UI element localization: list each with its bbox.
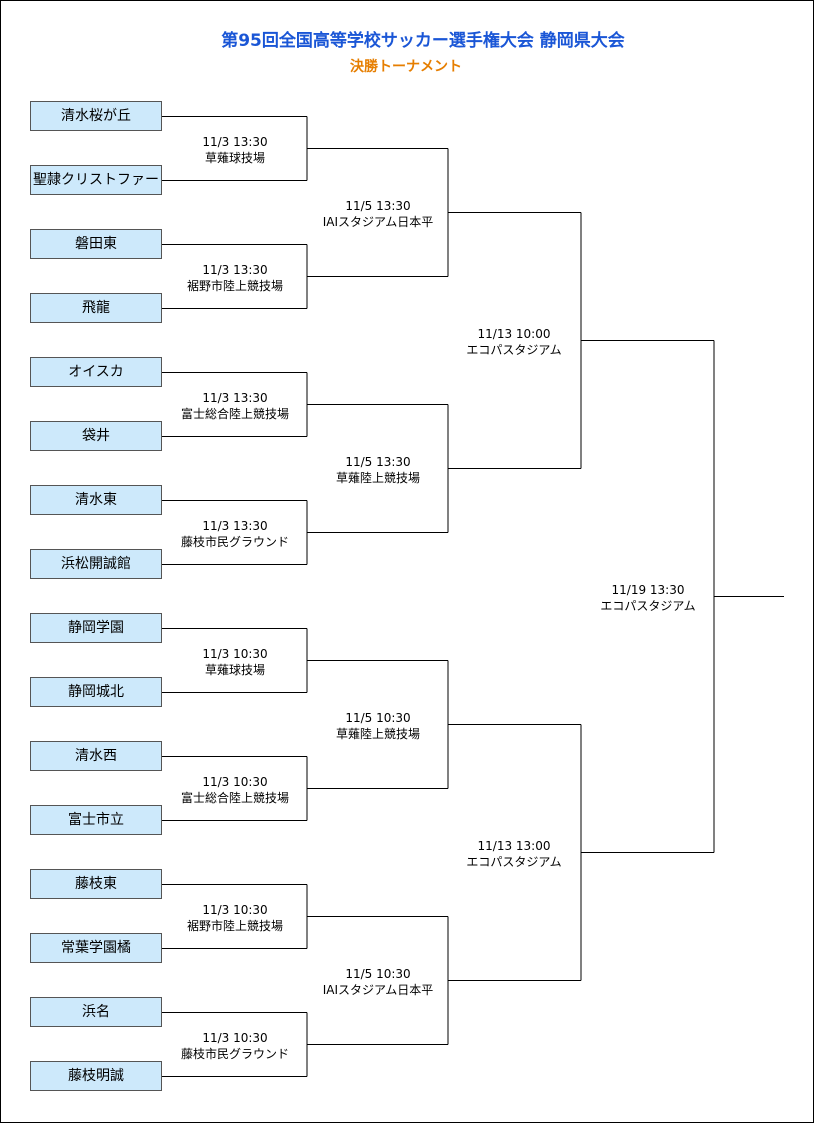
match-venue: 富士総合陸上競技場 — [180, 791, 289, 805]
team-box: 袋井 — [30, 421, 162, 451]
team-box: 藤枝明誠 — [30, 1061, 162, 1091]
round1-match-label: 11/3 13:30 裾野市陸上競技場 — [165, 262, 305, 294]
round1-match-label: 11/3 13:30 草薙球技場 — [165, 134, 305, 166]
round1-match-label: 11/3 13:30 富士総合陸上競技場 — [165, 390, 305, 422]
match-venue: 裾野市陸上競技場 — [186, 919, 283, 933]
final-match-label: 11/19 13:30 エコパスタジアム — [578, 582, 718, 614]
match-venue: 藤枝市民グラウンド — [180, 1047, 289, 1061]
match-datetime: 11/3 10:30 — [202, 1031, 268, 1045]
match-datetime: 11/5 13:30 — [345, 455, 411, 469]
team-box: 藤枝東 — [30, 869, 162, 899]
match-datetime: 11/3 13:30 — [202, 391, 268, 405]
match-datetime: 11/5 10:30 — [345, 967, 411, 981]
round1-match-label: 11/3 10:30 藤枝市民グラウンド — [165, 1030, 305, 1062]
match-venue: 裾野市陸上競技場 — [186, 279, 283, 293]
round2-match-label: 11/5 13:30 IAIスタジアム日本平 — [308, 198, 448, 230]
round1-match-label: 11/3 10:30 草薙球技場 — [165, 646, 305, 678]
match-datetime: 11/3 13:30 — [202, 263, 268, 277]
match-venue: 草薙球技場 — [204, 663, 265, 677]
match-venue: 草薙陸上競技場 — [335, 471, 420, 485]
match-datetime: 11/5 10:30 — [345, 711, 411, 725]
match-venue: 藤枝市民グラウンド — [180, 535, 289, 549]
semifinal-match-label: 11/13 10:00 エコパスタジアム — [444, 326, 584, 358]
round1-match-label: 11/3 10:30 裾野市陸上競技場 — [165, 902, 305, 934]
round2-match-label: 11/5 13:30 草薙陸上競技場 — [308, 454, 448, 486]
team-box: オイスカ — [30, 357, 162, 387]
team-box: 聖隷クリストファー — [30, 165, 162, 195]
match-datetime: 11/13 13:00 — [477, 839, 551, 853]
match-datetime: 11/3 10:30 — [202, 647, 268, 661]
round1-match-label: 11/3 13:30 藤枝市民グラウンド — [165, 518, 305, 550]
round1-match-label: 11/3 10:30 富士総合陸上競技場 — [165, 774, 305, 806]
match-datetime: 11/3 13:30 — [202, 519, 268, 533]
match-datetime: 11/19 13:30 — [611, 583, 685, 597]
match-venue: 富士総合陸上競技場 — [180, 407, 289, 421]
round2-match-label: 11/5 10:30 草薙陸上競技場 — [308, 710, 448, 742]
match-datetime: 11/3 13:30 — [202, 135, 268, 149]
semifinal-match-label: 11/13 13:00 エコパスタジアム — [444, 838, 584, 870]
round2-match-label: 11/5 10:30 IAIスタジアム日本平 — [308, 966, 448, 998]
match-datetime: 11/13 10:00 — [477, 327, 551, 341]
match-venue: エコパスタジアム — [600, 599, 696, 613]
match-venue: 草薙陸上競技場 — [335, 727, 420, 741]
match-venue: 草薙球技場 — [204, 151, 265, 165]
team-box: 清水桜が丘 — [30, 101, 162, 131]
match-venue: IAIスタジアム日本平 — [322, 983, 434, 997]
team-box: 浜名 — [30, 997, 162, 1027]
team-box: 静岡学園 — [30, 613, 162, 643]
team-box: 磐田東 — [30, 229, 162, 259]
page-subtitle: 決勝トーナメント — [350, 59, 462, 75]
match-datetime: 11/3 10:30 — [202, 775, 268, 789]
match-venue: エコパスタジアム — [466, 343, 562, 357]
match-venue: エコパスタジアム — [466, 855, 562, 869]
team-box: 富士市立 — [30, 805, 162, 835]
match-venue: IAIスタジアム日本平 — [322, 215, 434, 229]
page-title: 第95回全国高等学校サッカー選手権大会 静岡県大会 — [221, 31, 625, 51]
team-box: 清水東 — [30, 485, 162, 515]
match-datetime: 11/3 10:30 — [202, 903, 268, 917]
team-box: 静岡城北 — [30, 677, 162, 707]
team-box: 清水西 — [30, 741, 162, 771]
team-box: 常葉学園橘 — [30, 933, 162, 963]
team-box: 浜松開誠館 — [30, 549, 162, 579]
match-datetime: 11/5 13:30 — [345, 199, 411, 213]
team-box: 飛龍 — [30, 293, 162, 323]
